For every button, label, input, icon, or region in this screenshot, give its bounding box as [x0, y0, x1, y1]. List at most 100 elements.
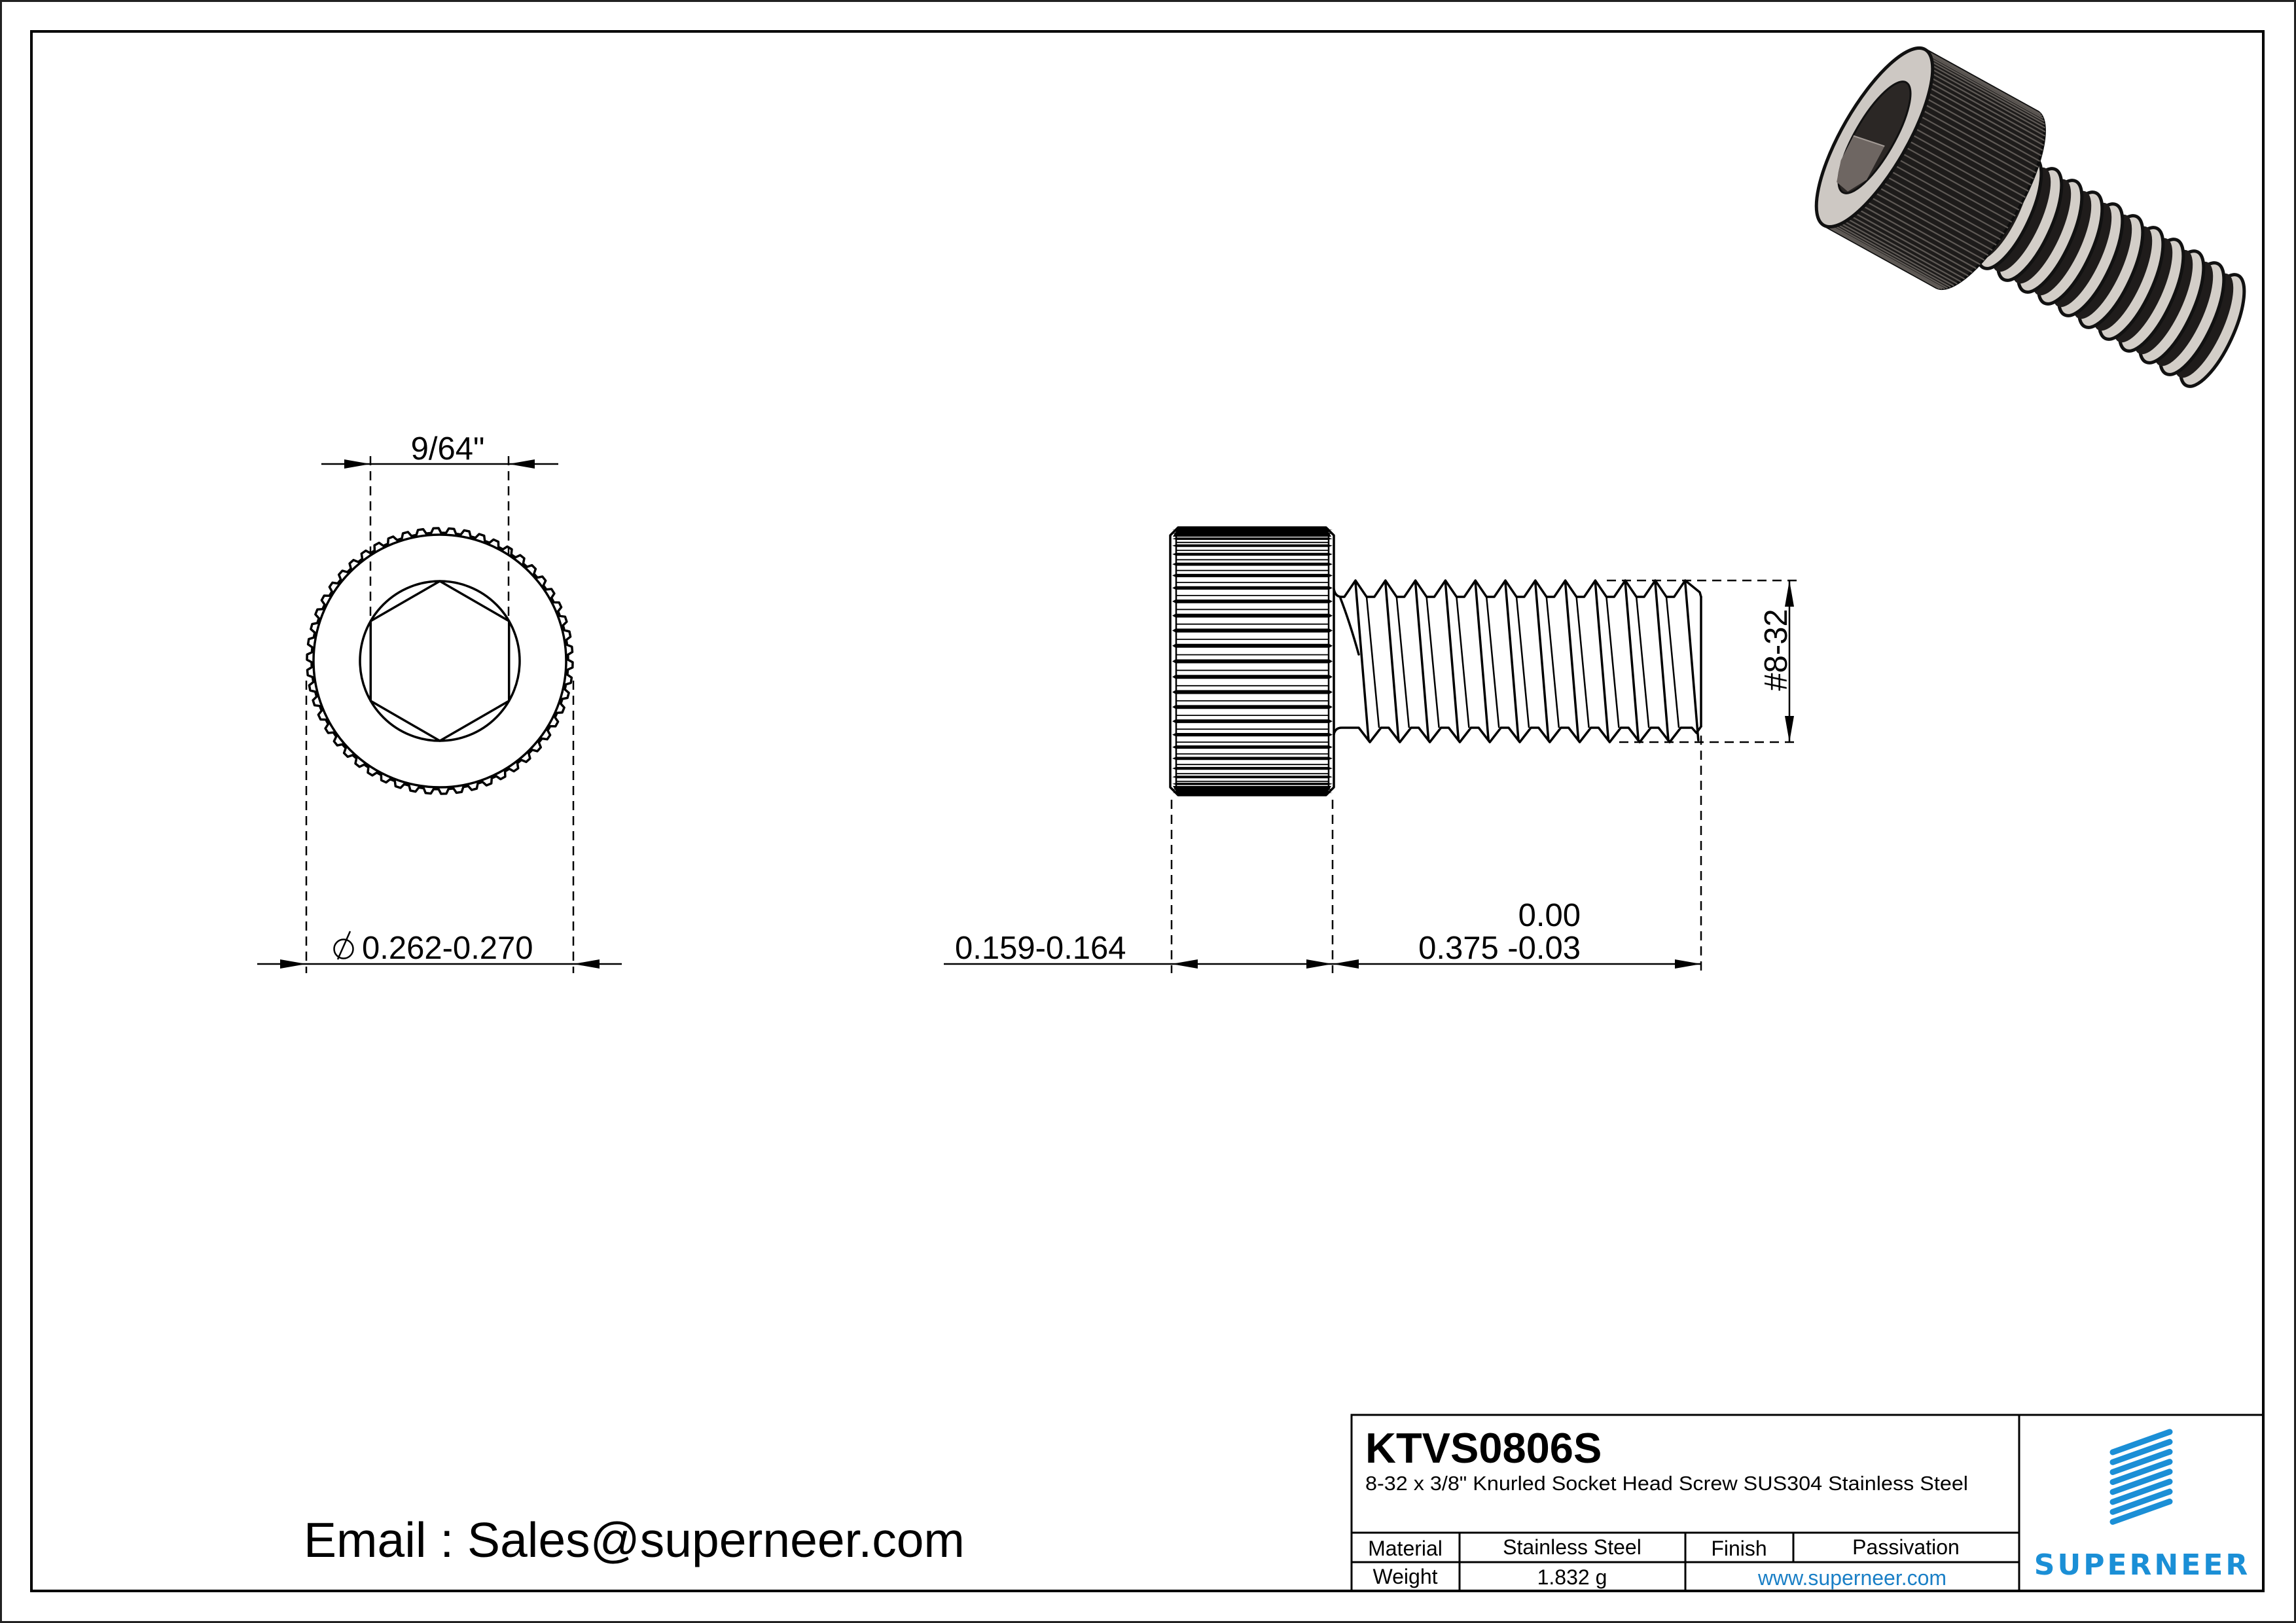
knurl-tip	[1329, 573, 1333, 578]
iso-knurl-ridge	[1852, 216, 1965, 280]
iso-knurl-ridge	[1931, 77, 2045, 141]
head-top-circle	[312, 533, 567, 789]
thread-root-line	[1515, 596, 1530, 728]
knurl-tip	[1172, 719, 1176, 724]
iso-knurl-ridge	[1927, 98, 2041, 162]
title-block-border	[1350, 1414, 2265, 1592]
logo-stripe	[2109, 1498, 2173, 1525]
length-dimensions: 0.159-0.164 0.00 0.375 -0.03	[944, 736, 1702, 973]
thread-root-line	[1456, 596, 1470, 728]
iso-knurl-ridge	[1931, 61, 2045, 125]
iso-knurl-ridge	[1891, 171, 2005, 235]
knurl-tip	[1329, 599, 1333, 604]
iso-knurl-ridge	[1840, 223, 1954, 287]
thread-bottom-profile	[1333, 725, 1702, 743]
iso-knurl-ridge	[1855, 213, 1969, 277]
logo-stripe	[2109, 1448, 2173, 1475]
iso-knurl-ridge	[1863, 205, 1977, 270]
iso-knurl-ridge	[1931, 73, 2046, 137]
knurl-tip	[1329, 586, 1333, 590]
iso-knurl-ridge	[1879, 187, 1993, 251]
iso-socket-facet	[1837, 135, 1885, 192]
iso-knurl-ridge	[1912, 134, 2026, 198]
iso-knurl-ridge	[1915, 128, 2029, 192]
thread-crest-line	[1384, 581, 1400, 741]
iso-knurl-ridge	[1931, 58, 2045, 122]
thread-root-line	[1635, 596, 1650, 728]
contact-email: Email : Sales@superneer.com	[304, 1512, 965, 1567]
arrowhead-icon	[1785, 580, 1794, 607]
knurl-tip	[1172, 613, 1176, 618]
iso-knurl-ridge	[1918, 122, 2032, 186]
iso-knurl-ridge	[1829, 226, 1943, 290]
knurl-tip	[1172, 757, 1176, 760]
arrowhead-icon	[280, 959, 306, 969]
logo-stripe	[2109, 1488, 2173, 1515]
knurl-tip	[1172, 544, 1176, 547]
head-diameter-label: 0.262-0.270	[362, 931, 533, 966]
arrowhead-icon	[509, 459, 535, 469]
iso-knurl-ridge	[1826, 226, 1941, 290]
head-diameter-dimension: 0.262-0.270	[257, 681, 622, 973]
knurl-tip	[1172, 659, 1176, 664]
arrowhead-icon	[1172, 959, 1198, 969]
weight-value: 1.832 g	[1537, 1565, 1607, 1589]
knurl-tip	[1172, 788, 1176, 790]
arrowhead-icon	[1306, 959, 1333, 969]
knurl-ridges	[1172, 528, 1333, 794]
knurled-socket-head-screw-3d-render-icon	[1814, 46, 2246, 388]
iso-knurl-ridge	[1930, 55, 2044, 119]
thread-crest-line	[1564, 581, 1580, 741]
knurl-tip	[1172, 767, 1176, 770]
iso-knurl-ridge	[1929, 87, 2043, 151]
knurl-tip	[1329, 783, 1333, 785]
iso-socket-facet-edge	[1853, 135, 1885, 147]
diameter-symbol-icon	[333, 931, 354, 960]
iso-knurl-ridge	[1928, 51, 2041, 115]
thread-top-profile	[1333, 579, 1702, 598]
iso-knurl-ridge	[1875, 192, 1989, 257]
knurl-tip	[1172, 783, 1176, 785]
knurl-tip	[1329, 659, 1333, 664]
iso-knurl-ridge	[1906, 147, 2020, 211]
iso-knurl-ridge	[1844, 221, 1958, 285]
thread-runout	[1339, 597, 1360, 656]
logo-stripe	[2109, 1459, 2173, 1486]
knurl-tip	[1329, 745, 1333, 749]
socket-circle	[359, 580, 521, 742]
knurl-tip	[1329, 643, 1333, 649]
thread-crest-line	[1534, 581, 1550, 741]
side-view: #8-32 0.159-0.164 0.00 0.375 -0.03	[944, 526, 1800, 973]
iso-knurl-ridge	[1929, 53, 2043, 117]
superneer-stripes-logo-icon	[2109, 1429, 2173, 1525]
thread-dimension: #8-32	[1607, 579, 1800, 743]
length-upper-tolerance-label: 0.00	[1518, 898, 1581, 933]
logo-stripe	[2109, 1469, 2173, 1495]
thread-crest-line	[1684, 581, 1700, 741]
knurl-tip	[1172, 776, 1176, 778]
iso-socket	[1837, 80, 1912, 194]
logo-stripe	[2109, 1478, 2173, 1505]
thread-crest-line	[1654, 581, 1670, 741]
arrowhead-icon	[1785, 716, 1794, 742]
thread-root-line	[1545, 596, 1560, 728]
website-link[interactable]: www.superneer.com	[1757, 1566, 1946, 1590]
iso-knurl-ridge	[1932, 65, 2046, 129]
logo-stripe	[2109, 1429, 2173, 1455]
thread-crest-line	[1444, 581, 1460, 741]
knurl-tip	[1329, 544, 1333, 547]
knurl-tip	[1172, 537, 1176, 540]
knurl-tip	[1329, 767, 1333, 770]
socket-size-label: 9/64"	[411, 431, 485, 467]
hex-socket	[369, 580, 511, 742]
socket-size-dimension: 9/64"	[321, 431, 558, 620]
thread-root-line	[1665, 596, 1680, 728]
thread-root-line	[1485, 596, 1500, 728]
knurl-tip	[1172, 533, 1176, 535]
thread-callout-label: #8-32	[1759, 609, 1794, 690]
iso-knurl-ridge	[1895, 165, 2009, 229]
iso-knurl-ridge	[1835, 225, 1948, 289]
knurl-tip	[1172, 599, 1176, 604]
